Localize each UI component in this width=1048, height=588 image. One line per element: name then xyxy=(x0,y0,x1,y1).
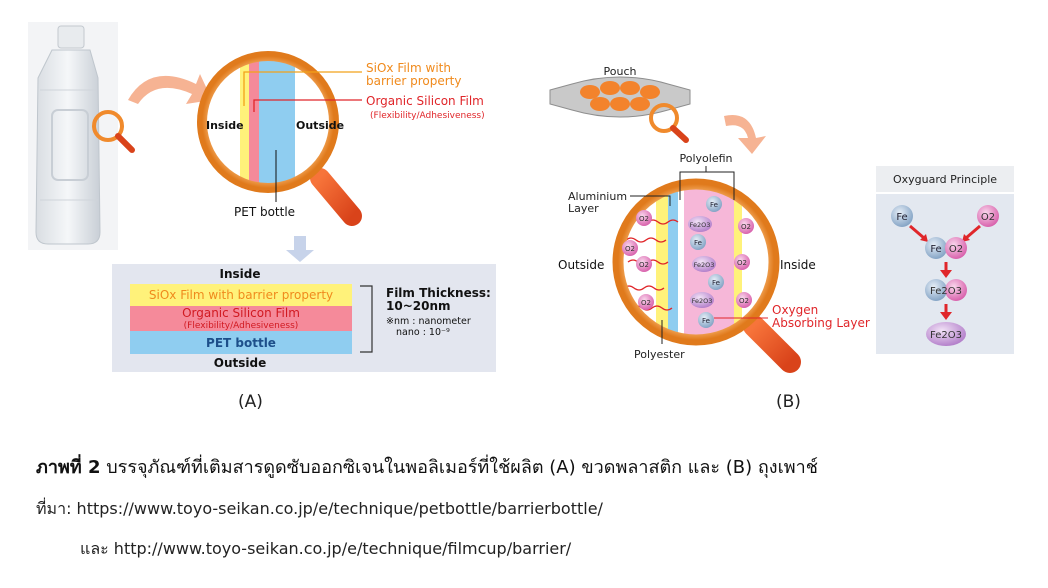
curved-arrow-icon xyxy=(128,74,212,104)
svg-text:O2: O2 xyxy=(641,299,651,307)
svg-text:O2: O2 xyxy=(741,223,751,231)
source-line-2: และ http://www.toyo-seikan.co.jp/e/techn… xyxy=(80,539,572,558)
svg-text:Fe2O3: Fe2O3 xyxy=(694,261,715,269)
source-line-1: ที่มา: https://www.toyo-seikan.co.jp/e/t… xyxy=(36,499,603,518)
principle-o2: O2 xyxy=(977,205,999,227)
stack-pet-label: PET bottle xyxy=(206,336,276,350)
svg-text:Fe: Fe xyxy=(712,279,720,287)
molecule-o2: O2 xyxy=(734,254,750,270)
principle-fe2o3: Fe2O3 xyxy=(926,322,966,346)
stack-outside-label: Outside xyxy=(214,356,266,370)
svg-text:Fe2O3: Fe2O3 xyxy=(930,330,962,341)
siox-label-line2: barrier property xyxy=(366,74,461,88)
principle-fe-o3-pair: Fe2O3 xyxy=(925,279,967,301)
stack-siox-label: SiOx Film with barrier property xyxy=(149,288,333,302)
molecule-o2: O2 xyxy=(636,256,652,272)
svg-text:O2: O2 xyxy=(739,297,749,305)
molecule-fe: Fe xyxy=(708,274,724,290)
stack-organic-label: Organic Silicon Film xyxy=(182,306,300,320)
svg-text:Fe: Fe xyxy=(702,317,710,325)
pouch-label: Pouch xyxy=(604,65,637,78)
molecule-o2: O2 xyxy=(738,218,754,234)
stack-inside-label: Inside xyxy=(220,267,261,281)
polyester-label: Polyester xyxy=(634,348,685,361)
aluminium-label-line1: Aluminium xyxy=(568,190,627,203)
lens-inside-label: Inside xyxy=(206,119,244,132)
b-outside-label: Outside xyxy=(558,258,604,272)
svg-text:O2: O2 xyxy=(981,212,995,223)
stack-organic-sub-label: (Flexibility/Adhesiveness) xyxy=(184,321,299,331)
svg-text:Fe: Fe xyxy=(896,212,907,223)
pet-bottle-icon xyxy=(35,25,101,245)
principle-fe: Fe xyxy=(891,205,913,227)
svg-text:Fe2O3: Fe2O3 xyxy=(930,286,962,297)
organic-label: Organic Silicon Film xyxy=(366,94,484,108)
oxygen-absorbing-line2: Absorbing Layer xyxy=(772,316,870,330)
principle-title-bar xyxy=(876,166,1014,192)
molecule-fe2o3: Fe2O3 xyxy=(690,292,714,308)
thickness-title: Film Thickness: xyxy=(386,286,491,300)
polyolefin-label: Polyolefin xyxy=(680,152,733,165)
svg-text:O2: O2 xyxy=(737,259,747,267)
small-magnifier-icon xyxy=(92,110,135,153)
magnifier-lens-b xyxy=(612,178,801,373)
caption-figure-number: ภาพที่ 2 xyxy=(36,457,101,478)
oxygen-absorbing-line1: Oxygen xyxy=(772,303,818,317)
svg-text:Fe: Fe xyxy=(930,244,941,255)
thickness-value: 10~20nm xyxy=(386,299,451,313)
svg-text:Fe: Fe xyxy=(710,201,718,209)
molecule-o2: O2 xyxy=(622,240,638,256)
svg-text:Fe: Fe xyxy=(694,239,702,247)
molecule-fe: Fe xyxy=(706,196,722,212)
panel-b-diagram: Pouch xyxy=(549,65,1014,373)
principle-title: Oxyguard Principle xyxy=(893,173,997,186)
molecule-o2: O2 xyxy=(636,210,652,226)
pet-bottle-label: PET bottle xyxy=(234,205,295,219)
lens-outside-label: Outside xyxy=(296,119,344,132)
svg-text:O2: O2 xyxy=(639,215,649,223)
molecule-o2: O2 xyxy=(736,292,752,308)
molecule-fe: Fe xyxy=(698,312,714,328)
pouch-icon xyxy=(549,76,691,118)
down-arrow-icon xyxy=(286,236,314,262)
magnifier-lens-a xyxy=(197,51,362,226)
panel-b-label: (B) xyxy=(776,392,801,412)
molecule-o2: O2 xyxy=(638,294,654,310)
panel-a-diagram: Inside Outside PET bottle SiOx Film with… xyxy=(28,22,496,372)
thickness-note-2: nano : 10⁻⁹ xyxy=(396,327,450,338)
aluminium-label-line2: Layer xyxy=(568,202,599,215)
pouch-magnifier-icon xyxy=(649,103,689,143)
svg-text:Fe2O3: Fe2O3 xyxy=(690,221,711,229)
principle-fe-o2: Fe O2 xyxy=(925,237,967,259)
panel-a-label: (A) xyxy=(238,392,263,412)
svg-text:O2: O2 xyxy=(639,261,649,269)
svg-text:O2: O2 xyxy=(949,244,963,255)
organic-sub-label: (Flexibility/Adhesiveness) xyxy=(370,111,485,121)
molecule-fe2o3: Fe2O3 xyxy=(688,216,712,232)
figure-caption: ภาพที่ 2 บรรจุภัณฑ์ที่เติมสารดูดซับออกซิ… xyxy=(36,452,818,481)
siox-label-line1: SiOx Film with xyxy=(366,61,451,75)
thickness-note-1: ※nm : nanometer xyxy=(386,316,471,327)
svg-text:Fe2O3: Fe2O3 xyxy=(692,297,713,305)
caption-text: บรรจุภัณฑ์ที่เติมสารดูดซับออกซิเจนในพอลิ… xyxy=(100,457,818,478)
molecule-fe2o3: Fe2O3 xyxy=(692,256,716,272)
svg-text:O2: O2 xyxy=(625,245,635,253)
b-inside-label: Inside xyxy=(780,258,816,272)
curved-arrow-b-icon xyxy=(724,114,766,154)
molecule-fe: Fe xyxy=(690,234,706,250)
